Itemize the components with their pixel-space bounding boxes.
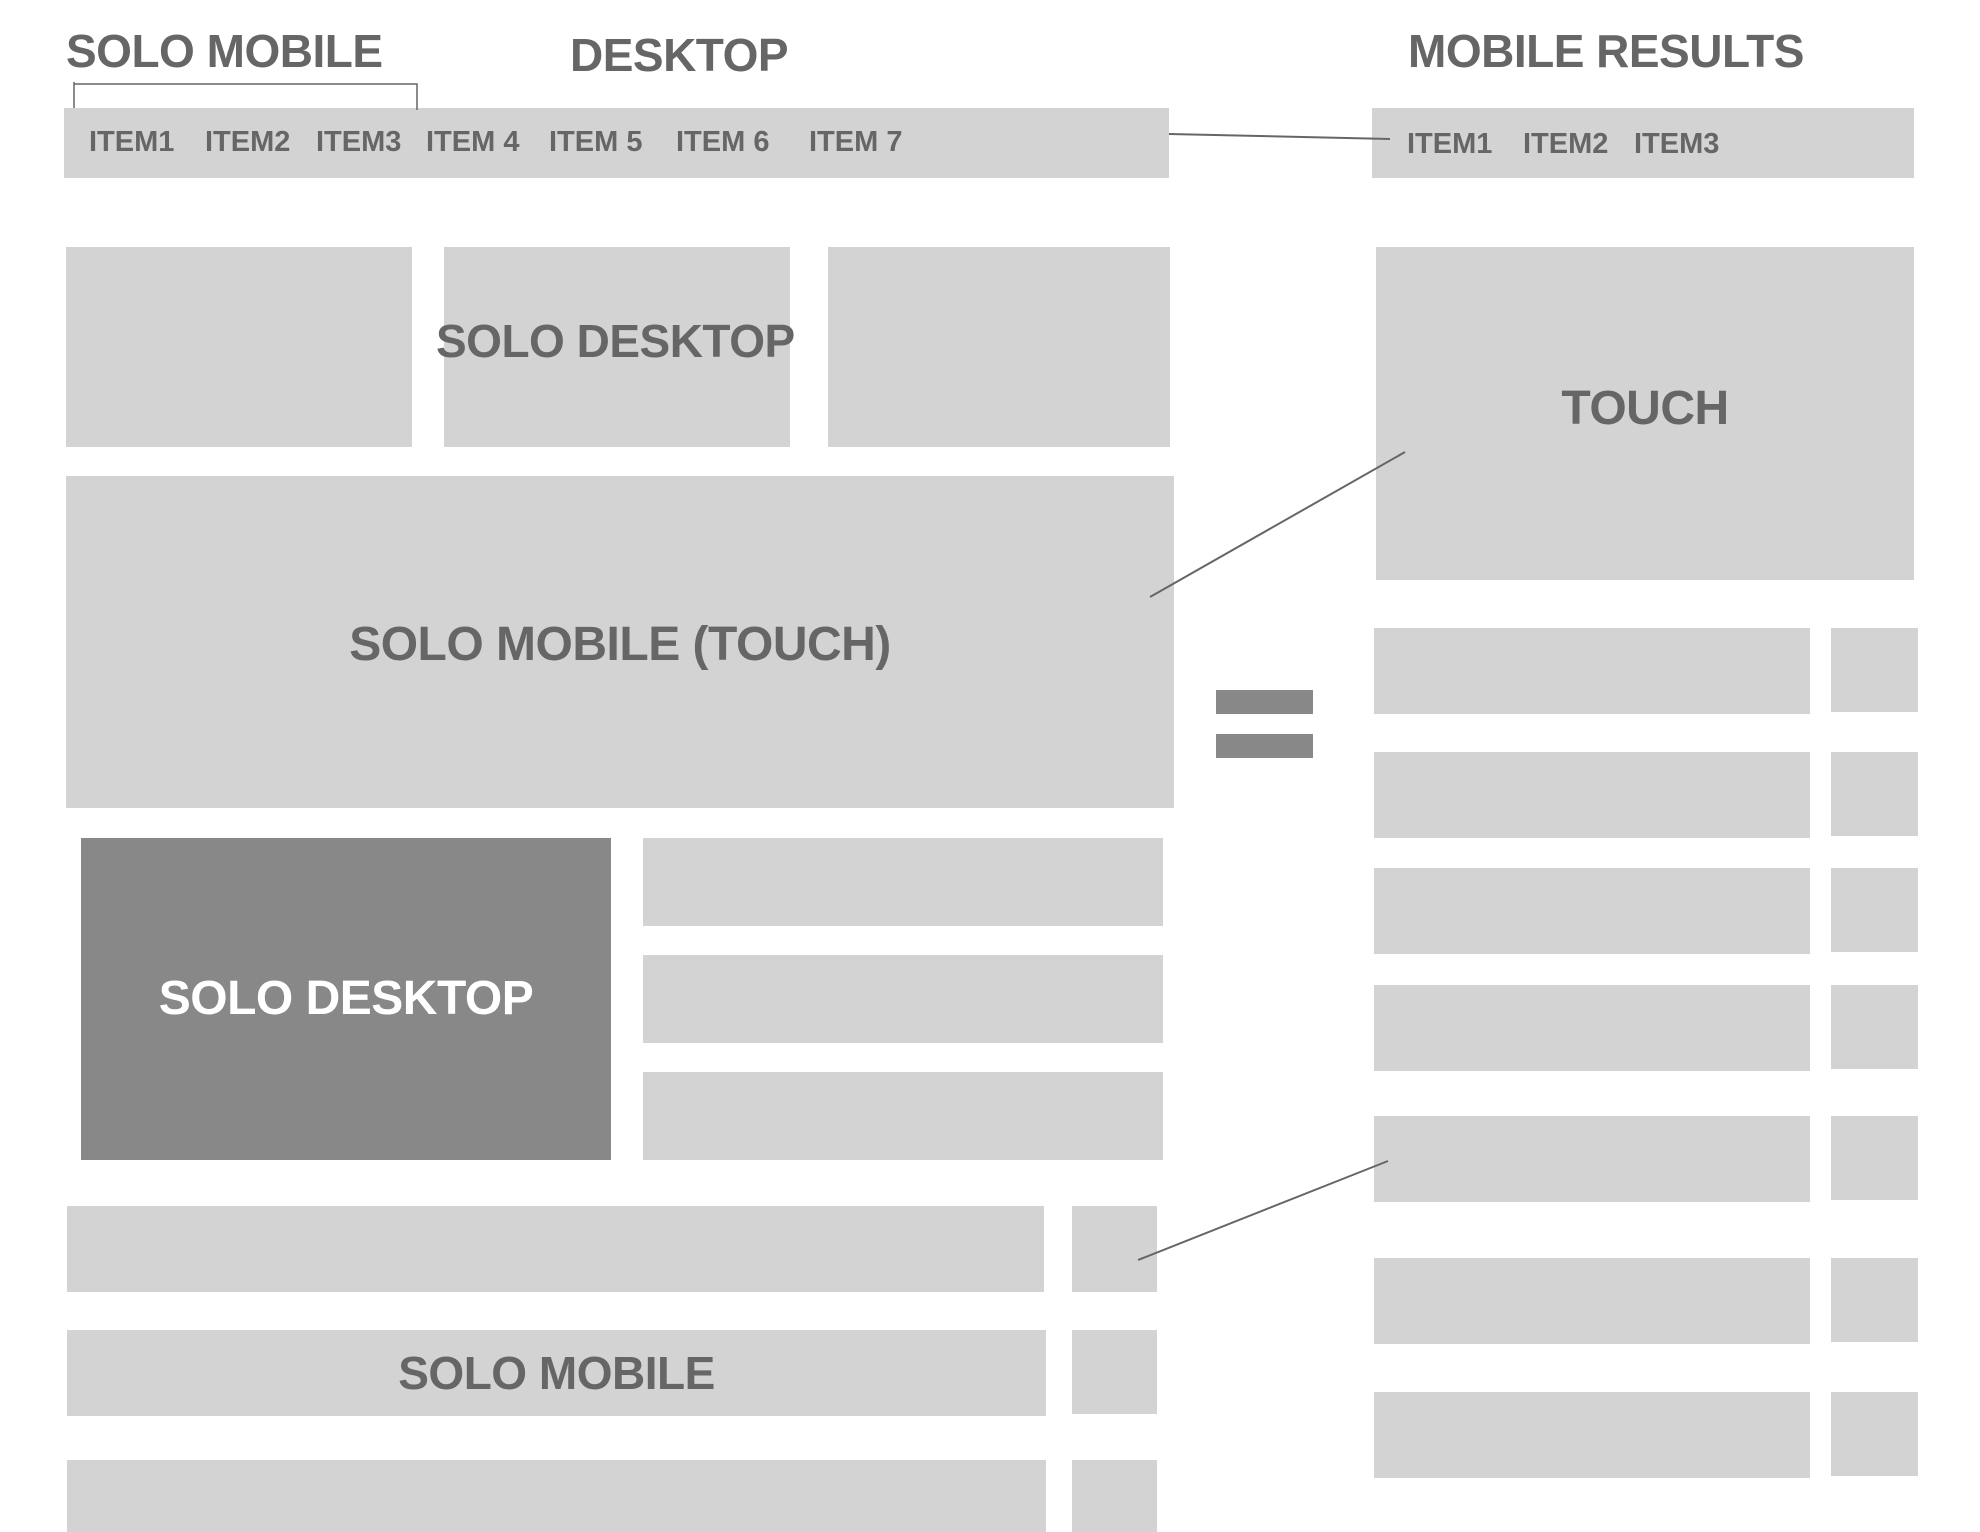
solo-mobile-list-label: SOLO MOBILE bbox=[398, 1347, 715, 1399]
mobile-nav-item-3[interactable]: ITEM3 bbox=[1634, 128, 1720, 160]
desktop-top-block-left bbox=[66, 247, 412, 447]
desktop-list-row-3 bbox=[67, 1460, 1046, 1532]
mobile-list-row-7-thumb bbox=[1831, 1392, 1918, 1476]
desktop-featured-block: SOLO DESKTOP bbox=[81, 838, 611, 1160]
desktop-nav-item-4[interactable]: ITEM 4 bbox=[426, 126, 520, 158]
mobile-list-row-2-thumb bbox=[1831, 752, 1918, 836]
desktop-nav-item-1[interactable]: ITEM1 bbox=[89, 126, 175, 158]
list-connector-line bbox=[1137, 1160, 1389, 1261]
desktop-heading: DESKTOP bbox=[570, 29, 789, 81]
desktop-nav-item-5[interactable]: ITEM 5 bbox=[549, 126, 643, 158]
solo-mobile-bracket bbox=[73, 82, 418, 110]
desktop-touch-banner: SOLO MOBILE (TOUCH) bbox=[66, 476, 1174, 808]
equals-bar-top bbox=[1216, 690, 1313, 714]
solo-desktop-label-top: SOLO DESKTOP bbox=[436, 315, 795, 367]
desktop-list-row-2-thumb bbox=[1072, 1330, 1157, 1414]
mobile-list-row-4-thumb bbox=[1831, 985, 1918, 1069]
mobile-list-row-1 bbox=[1374, 628, 1810, 714]
mobile-list-row-6-thumb bbox=[1831, 1258, 1918, 1342]
equals-bar-bottom bbox=[1216, 734, 1313, 758]
solo-mobile-touch-label: SOLO MOBILE (TOUCH) bbox=[349, 618, 891, 671]
mobile-list-row-3-thumb bbox=[1831, 868, 1918, 952]
mobile-list-row-7 bbox=[1374, 1392, 1810, 1478]
desktop-top-block-middle bbox=[444, 247, 790, 447]
mobile-list-row-2 bbox=[1374, 752, 1810, 838]
mobile-nav-item-1[interactable]: ITEM1 bbox=[1407, 128, 1493, 160]
desktop-nav-item-7[interactable]: ITEM 7 bbox=[809, 126, 903, 158]
mobile-list-row-1-thumb bbox=[1831, 628, 1918, 712]
nav-connector-line bbox=[1168, 133, 1391, 140]
solo-mobile-heading: SOLO MOBILE bbox=[66, 25, 383, 77]
desktop-nav-item-6[interactable]: ITEM 6 bbox=[676, 126, 770, 158]
mobile-list-row-5-thumb bbox=[1831, 1116, 1918, 1200]
mobile-nav-item-2[interactable]: ITEM2 bbox=[1523, 128, 1609, 160]
desktop-side-bar-1 bbox=[643, 838, 1163, 926]
mobile-list-row-4 bbox=[1374, 985, 1810, 1071]
mobile-list-row-3 bbox=[1374, 868, 1810, 954]
desktop-side-bar-3 bbox=[643, 1072, 1163, 1160]
touch-label: TOUCH bbox=[1561, 382, 1729, 435]
solo-desktop-featured-label: SOLO DESKTOP bbox=[158, 972, 534, 1025]
mobile-nav-bar: ITEM1 ITEM2 ITEM3 bbox=[1372, 108, 1914, 178]
desktop-nav-item-3[interactable]: ITEM3 bbox=[316, 126, 402, 158]
mobile-results-heading: MOBILE RESULTS bbox=[1408, 25, 1804, 77]
desktop-side-bar-2 bbox=[643, 955, 1163, 1043]
desktop-list-row-1 bbox=[67, 1206, 1044, 1292]
desktop-list-row-1-thumb bbox=[1072, 1206, 1157, 1292]
mobile-touch-block: TOUCH bbox=[1376, 247, 1914, 580]
mobile-list-row-6 bbox=[1374, 1258, 1810, 1344]
desktop-nav-item-2[interactable]: ITEM2 bbox=[205, 126, 291, 158]
touch-connector-line bbox=[1149, 451, 1406, 598]
desktop-list-row-2: SOLO MOBILE bbox=[67, 1330, 1046, 1416]
desktop-top-block-right bbox=[828, 247, 1170, 447]
desktop-nav-bar: ITEM1 ITEM2 ITEM3 ITEM 4 ITEM 5 ITEM 6 I… bbox=[64, 108, 1169, 178]
mobile-list-row-5 bbox=[1374, 1116, 1810, 1202]
desktop-list-row-3-thumb bbox=[1072, 1460, 1157, 1532]
